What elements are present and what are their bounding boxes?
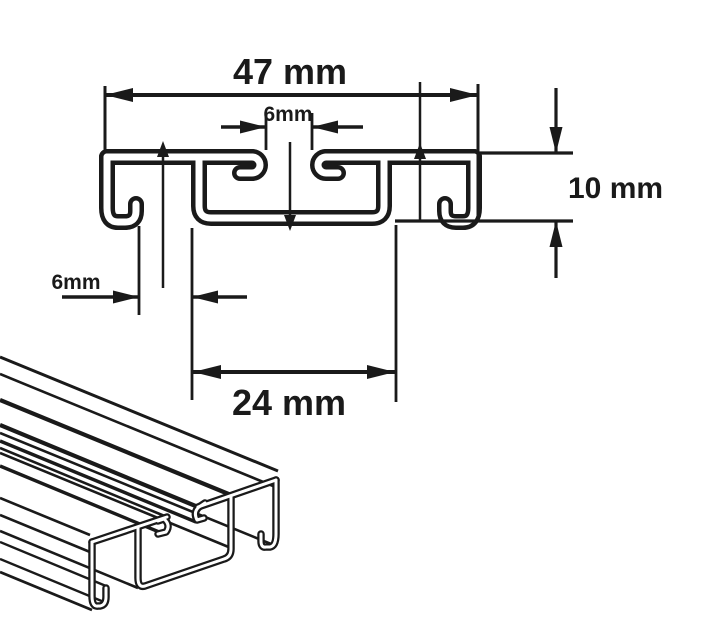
- arrowhead-icon: [193, 365, 221, 379]
- dim-label-47mm: 47 mm: [233, 51, 347, 92]
- extrusion-edge-lines: [0, 355, 279, 612]
- arrowhead-icon: [240, 120, 266, 134]
- end-face-core: [90, 478, 278, 608]
- dimension-10mm: 10 mm: [395, 88, 663, 278]
- center-tick-arrow-icon: [284, 215, 296, 231]
- perspective-view: [0, 355, 280, 612]
- arrowhead-icon: [113, 290, 139, 304]
- arrowhead-icon: [367, 365, 395, 379]
- dim-label-6mm-side: 6mm: [51, 271, 100, 294]
- arrowhead-icon: [549, 127, 563, 153]
- arrowhead-icon: [549, 221, 563, 247]
- dimension-47mm: 47 mm: [103, 51, 480, 222]
- arrowhead-icon: [105, 88, 133, 102]
- dimension-6mm-side: 6mm: [51, 226, 247, 400]
- dim-label-10mm: 10 mm: [568, 172, 663, 205]
- dimension-24mm: 24 mm: [192, 225, 398, 423]
- dim-label-24mm: 24 mm: [232, 382, 346, 423]
- center-tick-arrow-icon: [414, 143, 426, 159]
- arrowhead-icon: [312, 120, 338, 134]
- cross-section-view: 47 mm 6mm 10 mm: [51, 51, 663, 423]
- center-tick-arrow-icon: [157, 141, 169, 157]
- arrowhead-icon: [450, 88, 478, 102]
- arrowhead-icon: [192, 290, 218, 304]
- profile-core: [103, 153, 478, 226]
- end-face-outline: [88, 476, 280, 610]
- centerline-marks: [157, 82, 426, 288]
- dimension-6mm-top: 6mm: [221, 103, 363, 150]
- dim-label-6mm-top: 6mm: [263, 103, 312, 126]
